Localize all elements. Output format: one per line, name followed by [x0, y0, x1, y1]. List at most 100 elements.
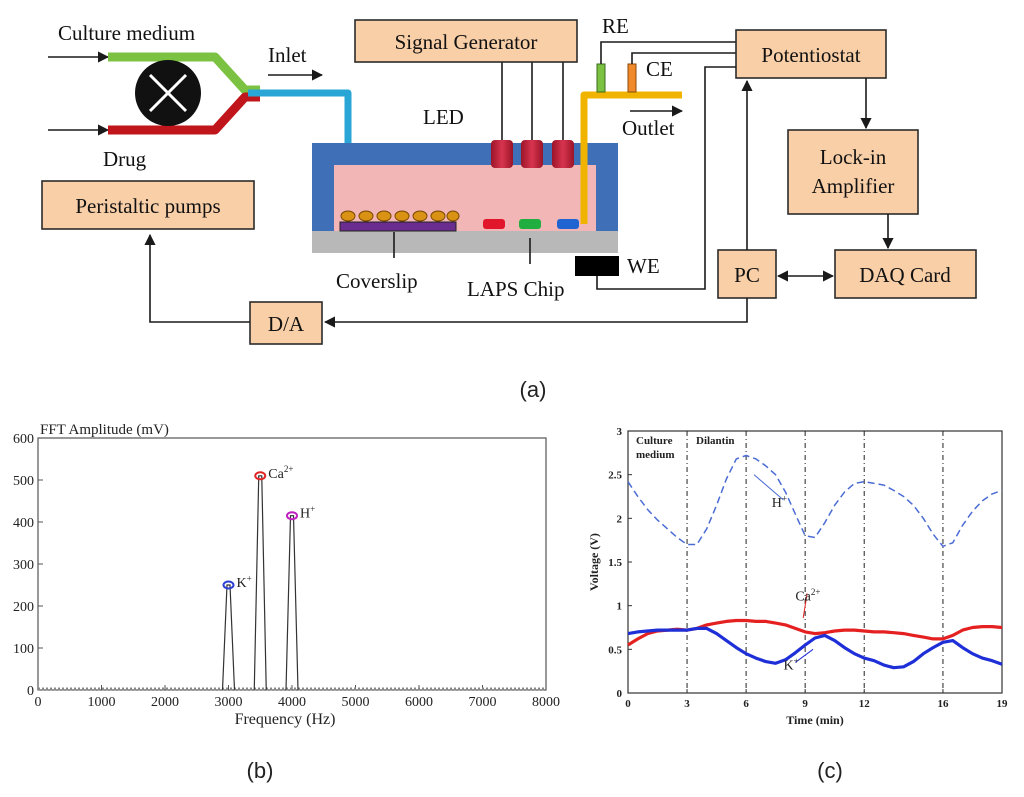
schematic-panel: Culture medium Drug Inlet — [41, 14, 977, 402]
da-label: D/A — [268, 312, 305, 336]
voltage-x-axis-label: Time (min) — [786, 713, 843, 727]
fft-x-tick-label: 2000 — [151, 695, 179, 710]
re-wire — [600, 41, 736, 64]
voltage-plot-frame — [627, 430, 1003, 694]
inlet-label: Inlet — [268, 43, 307, 67]
voltage-x-tick-label: 0 — [625, 698, 631, 710]
pc-block: PC — [717, 249, 777, 299]
voltage-y-axis-label: Voltage (V) — [587, 533, 601, 591]
coverslip — [339, 210, 460, 232]
series-h-line — [627, 454, 1003, 548]
series-label-leader — [753, 474, 784, 501]
panel-label-a: (a) — [520, 377, 547, 402]
series-label-leader — [802, 593, 808, 618]
signal-generator-label: Signal Generator — [395, 30, 538, 54]
drug-tube — [108, 92, 260, 135]
we-wire — [596, 66, 736, 290]
led-2 — [521, 140, 543, 168]
red-light-spot — [483, 219, 505, 229]
fft-peak — [285, 515, 299, 691]
ce-wire — [631, 52, 736, 64]
fft-peak-label: H+ — [300, 504, 315, 522]
signal-generator-block: Signal Generator — [354, 19, 578, 63]
fft-x-axis-label: Frequency (Hz) — [235, 711, 336, 728]
pump-wheel-icon — [135, 60, 201, 126]
outlet-tube — [580, 91, 682, 224]
fft-x-tick-label: 6000 — [405, 695, 433, 710]
fft-x-tick-label: 5000 — [342, 695, 370, 710]
fft-y-tick-label: 500 — [13, 474, 34, 489]
fft-y-tick-label: 400 — [13, 516, 34, 531]
voltage-x-tick-label: 3 — [684, 698, 690, 710]
re-electrode — [596, 63, 606, 93]
da-block: D/A — [249, 301, 323, 345]
fft-x-tick-label: 4000 — [278, 695, 306, 710]
voltage-x-tick-label: 6 — [743, 698, 749, 710]
outlet-label: Outlet — [622, 116, 675, 140]
re-label: RE — [602, 14, 629, 38]
daq-card-label: DAQ Card — [859, 263, 951, 287]
voltage-y-tick-label: 2 — [617, 513, 623, 525]
voltage-x-tick-label: 19 — [997, 698, 1009, 710]
ce-electrode — [627, 63, 637, 93]
fft-peak-marker — [222, 580, 235, 590]
series-ca-label: Ca2+ — [795, 587, 820, 605]
fft-peak-marker — [286, 511, 298, 521]
ce-label: CE — [646, 57, 673, 81]
series-h-label: H+ — [772, 493, 787, 511]
dilantin-annotation: Dilantin — [696, 435, 735, 447]
voltage-x-tick-label: 16 — [937, 698, 949, 710]
voltage-x-tick-label: 12 — [859, 698, 871, 710]
lockin-label-line1: Lock-in — [820, 145, 887, 169]
blue-light-spot — [557, 219, 579, 229]
series-label-leader — [795, 648, 814, 663]
panel-label-b: (b) — [247, 758, 274, 783]
laps-chip-label: LAPS Chip — [467, 277, 564, 301]
fft-y-tick-label: 300 — [13, 558, 34, 573]
drug-label: Drug — [103, 147, 147, 171]
peristaltic-pumps-block: Peristaltic pumps — [41, 180, 255, 230]
fft-x-tick-label: 1000 — [88, 695, 116, 710]
voltage-x-tick-label: 9 — [802, 698, 808, 710]
daq-card-block: DAQ Card — [834, 249, 977, 299]
culture-medium-label: Culture medium — [58, 21, 195, 45]
fft-plot-frame — [37, 437, 547, 691]
lockin-label-line2: Amplifier — [812, 174, 895, 198]
led-3 — [552, 140, 574, 168]
potentiostat-label: Potentiostat — [761, 43, 860, 67]
da-to-pumps-arrow — [144, 233, 250, 323]
voltage-y-tick-label: 3 — [617, 426, 623, 438]
panel-label-c: (c) — [817, 758, 843, 783]
green-light-spot — [519, 219, 541, 229]
we-label: WE — [627, 254, 660, 278]
series-k-label: K+ — [784, 656, 799, 674]
culture-annotation-line2: medium — [636, 449, 675, 461]
potentiostat-block: Potentiostat — [735, 29, 887, 79]
fft-y-tick-label: 0 — [27, 684, 34, 699]
fft-y-tick-label: 600 — [13, 432, 34, 447]
fft-peak — [253, 475, 267, 691]
voltage-y-tick-label: 1 — [617, 601, 623, 613]
voltage-y-tick-label: 0 — [617, 688, 623, 700]
coverslip-label: Coverslip — [336, 269, 418, 293]
voltage-y-tick-label: 0.5 — [608, 644, 622, 656]
series-k-line — [627, 626, 1003, 670]
we-electrode — [575, 256, 619, 276]
fft-peak-marker — [254, 471, 267, 481]
fft-peak-label: Ca2+ — [268, 464, 293, 482]
fft-y-tick-label: 100 — [13, 642, 34, 657]
lockin-amplifier-block: Lock-in Amplifier — [787, 129, 919, 215]
pc-label: PC — [734, 263, 760, 287]
fft-x-tick-label: 8000 — [532, 695, 560, 710]
led-1 — [491, 140, 513, 168]
fft-x-tick-label: 7000 — [469, 695, 497, 710]
pc-to-da-arrow — [323, 298, 748, 328]
fft-y-tick-label: 200 — [13, 600, 34, 615]
fft-peak-label: K+ — [237, 573, 252, 591]
voltage-y-tick-label: 2.5 — [608, 470, 622, 482]
peristaltic-pumps-label: Peristaltic pumps — [75, 194, 220, 218]
